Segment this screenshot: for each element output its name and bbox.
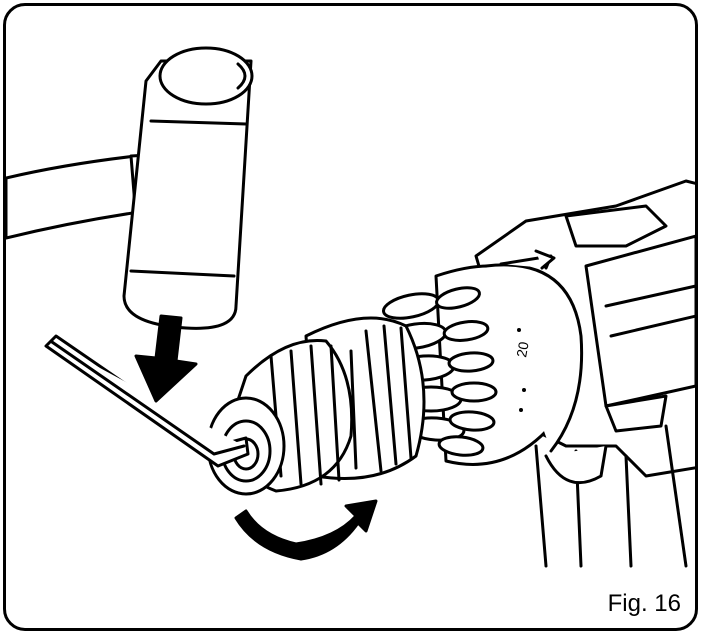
- speed-mark-label: 20: [513, 340, 531, 358]
- figure-frame: 20 Fig. 16: [3, 3, 698, 631]
- rotate-arrow-icon: [234, 499, 378, 561]
- arrow-down-icon: [134, 314, 198, 403]
- torque-collar: [434, 249, 584, 466]
- speed-dial-mark: 20: [513, 328, 532, 412]
- hex-key-icon: [44, 334, 250, 468]
- hammer-icon: [6, 46, 254, 330]
- drill-chuck: [206, 316, 426, 496]
- figure-caption: Fig. 16: [607, 590, 681, 617]
- illustration: 20: [6, 46, 695, 568]
